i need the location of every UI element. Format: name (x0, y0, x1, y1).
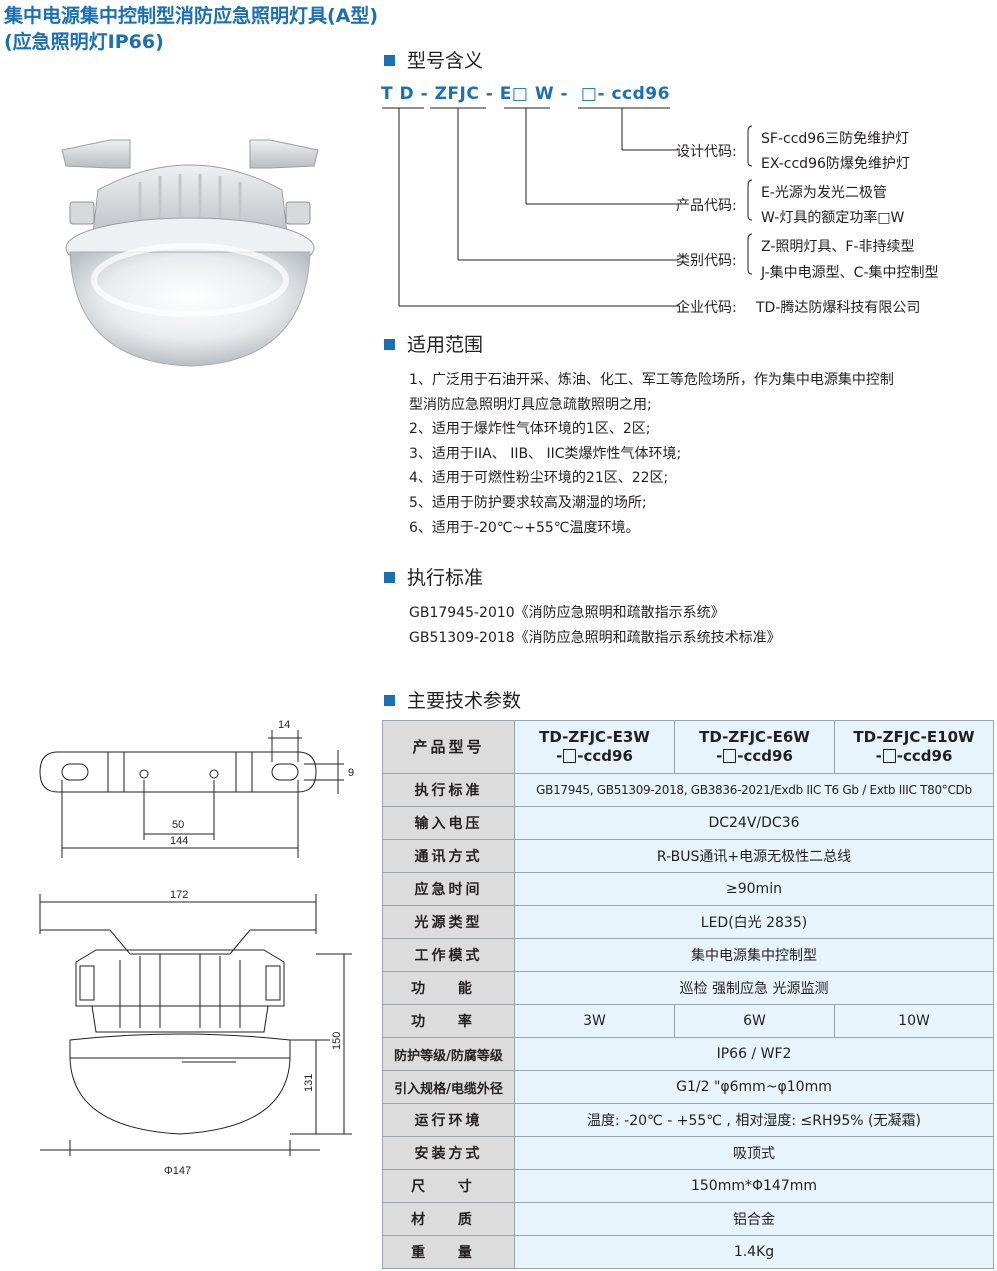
table-row: 产品型号 TD-ZFJC-E3W --ccd96 TD-ZFJC-E6W --c… (382, 720, 994, 774)
model-cell: TD-ZFJC-E10W --ccd96 (834, 720, 994, 774)
row-label: 光源类型 (382, 905, 515, 939)
scope-list: 1、广泛用于石油开采、炼油、化工、军工等危险场所，作为集中电源集中控制 型消防应… (409, 368, 894, 540)
row-label: 功 能 (382, 971, 515, 1005)
product-code-label: 产品代码: (676, 198, 737, 214)
scope-line: 5、适用于防护要求较高及潮湿的场所; (409, 494, 647, 511)
row-label: 执行标准 (382, 773, 515, 807)
scope-line: 4、适用于可燃性粉尘环境的21区、22区; (409, 470, 669, 487)
page-subtitle: (应急照明灯IP66) (4, 31, 164, 53)
scope-line: 2、适用于爆炸性气体环境的1区、2区; (409, 421, 651, 438)
table-row: 功 能巡检 强制应急 光源监测 (382, 971, 994, 1005)
design-code-label: 设计代码: (676, 144, 737, 160)
section-marker (384, 55, 395, 66)
section-title-standards: 执行标准 (384, 563, 483, 590)
row-label: 安装方式 (382, 1136, 515, 1170)
row-value: 吸顶式 (514, 1136, 994, 1170)
table-row: 工作模式集中电源集中控制型 (382, 938, 994, 972)
row-value: 150mm*Φ147mm (514, 1169, 994, 1203)
dim-131: 131 (303, 1074, 315, 1092)
design-code-2: EX-ccd96防爆免维护灯 (761, 156, 910, 172)
row-value: 集中电源集中控制型 (514, 938, 994, 972)
category-code-1: Z-照明灯具、F-非持续型 (761, 239, 915, 255)
table-row: 应急时间≥90min (382, 872, 994, 906)
table-row: 安装方式吸顶式 (382, 1136, 994, 1170)
table-row: 材 质铝合金 (382, 1202, 994, 1236)
row-value: 3W (514, 1004, 675, 1038)
model-cell: TD-ZFJC-E3W --ccd96 (514, 720, 675, 774)
category-code-label: 类别代码: (676, 253, 737, 269)
dimension-drawing: 14 9 50 144 172 131 150 Φ147 (39, 719, 354, 1177)
scope-line: 3、适用于IIA、 IIB、 IIC类爆炸性气体环境; (409, 445, 682, 462)
dim-50: 50 (172, 819, 184, 831)
row-label: 尺 寸 (382, 1169, 515, 1203)
row-label: 应急时间 (382, 872, 515, 906)
scope-line: 1、广泛用于石油开采、炼油、化工、军工等危险场所，作为集中电源集中控制 (409, 372, 894, 388)
model-code-connectors (382, 107, 753, 307)
dim-9: 9 (348, 767, 354, 779)
row-label: 通讯方式 (382, 839, 515, 873)
standard-line: GB17945-2010《消防应急照明和疏散指示系统》 (409, 605, 725, 621)
model-cell: TD-ZFJC-E6W --ccd96 (674, 720, 835, 774)
product-code-1: E-光源为发光二极管 (761, 185, 887, 201)
row-value: GB17945, GB51309-2018, GB3836-2021/Exdb … (514, 773, 994, 807)
row-label: 功 率 (382, 1004, 515, 1038)
design-code-1: SF-ccd96三防免维护灯 (761, 131, 910, 147)
row-label: 引入规格/电缆外径 (382, 1070, 515, 1104)
standard-line: GB51309-2018《消防应急照明和疏散指示系统技术标准》 (409, 630, 781, 646)
dim-172: 172 (170, 889, 188, 901)
company-code-label: 企业代码: (676, 300, 737, 316)
scope-line: 型消防应急照明灯具应急疏散照明之用; (409, 396, 652, 413)
row-label: 工作模式 (382, 938, 515, 972)
table-row: 运行环境温度: -20℃ - +55℃ , 相对湿度: ≤RH95% (无凝霜) (382, 1103, 994, 1137)
section-marker (384, 572, 395, 583)
row-label: 防护等级/防腐等级 (382, 1037, 515, 1071)
row-value: G1/2 "φ6mm~φ10mm (514, 1070, 994, 1104)
dim-147: Φ147 (164, 1165, 191, 1177)
company-code-1: TD-腾达防爆科技有限公司 (756, 300, 921, 316)
row-value: 巡检 强制应急 光源监测 (514, 971, 994, 1005)
row-value: IP66 / WF2 (514, 1037, 994, 1071)
model-code: T D - ZFJC - E□ W - □- ccd96 (381, 84, 670, 104)
dim-144: 144 (170, 835, 188, 847)
category-code-2: J-集中电源型、C-集中控制型 (761, 265, 939, 281)
row-value: 6W (674, 1004, 835, 1038)
row-value: R-BUS通讯+电源无极性二总线 (514, 839, 994, 873)
row-value: 铝合金 (514, 1202, 994, 1236)
product-code-2: W-灯具的额定功率□W (761, 210, 905, 226)
row-value: 1.4Kg (514, 1235, 994, 1269)
dim-150: 150 (331, 1032, 343, 1050)
product-photo (61, 139, 319, 367)
section-title-model: 型号含义 (384, 46, 483, 73)
spec-table: 产品型号 TD-ZFJC-E3W --ccd96 TD-ZFJC-E6W --c… (382, 720, 994, 1269)
dim-14: 14 (278, 719, 290, 731)
row-label: 运行环境 (382, 1103, 515, 1137)
scope-line: 6、适用于-20℃~+55℃温度环境。 (409, 519, 640, 536)
row-label: 材 质 (382, 1202, 515, 1236)
section-title-scope: 适用范围 (384, 330, 483, 357)
row-label: 重 量 (382, 1235, 515, 1269)
row-label: 产品型号 (382, 720, 515, 774)
row-value: ≥90min (514, 872, 994, 906)
page-title: 集中电源集中控制型消防应急照明灯具(A型) (4, 5, 379, 27)
section-title-parameters: 主要技术参数 (384, 686, 521, 713)
row-label: 输入电压 (382, 806, 515, 840)
row-value: 10W (834, 1004, 994, 1038)
row-value: DC24V/DC36 (514, 806, 994, 840)
row-value: 温度: -20℃ - +55℃ , 相对湿度: ≤RH95% (无凝霜) (514, 1103, 994, 1137)
section-marker (384, 695, 395, 706)
row-value: LED(白光 2835) (514, 905, 994, 939)
table-row: 功 率 3W 6W 10W (382, 1004, 994, 1038)
section-marker (384, 339, 395, 350)
